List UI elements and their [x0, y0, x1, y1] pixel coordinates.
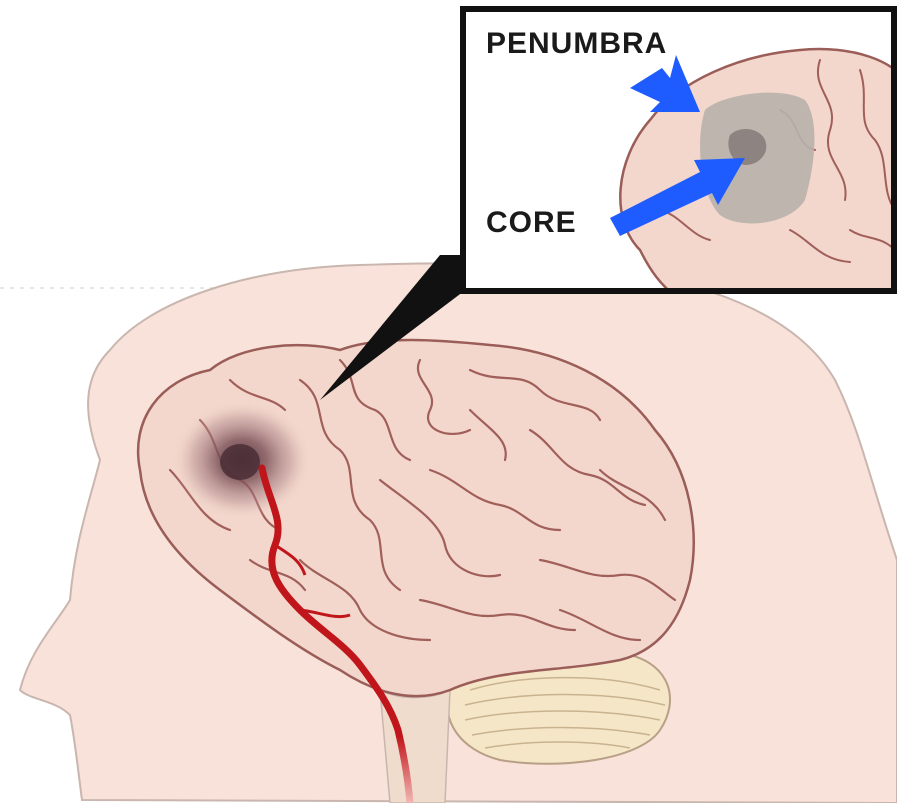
core-label: CORE	[486, 206, 577, 240]
penumbra-label: PENUMBRA	[486, 27, 667, 61]
lesion-core	[220, 444, 260, 480]
